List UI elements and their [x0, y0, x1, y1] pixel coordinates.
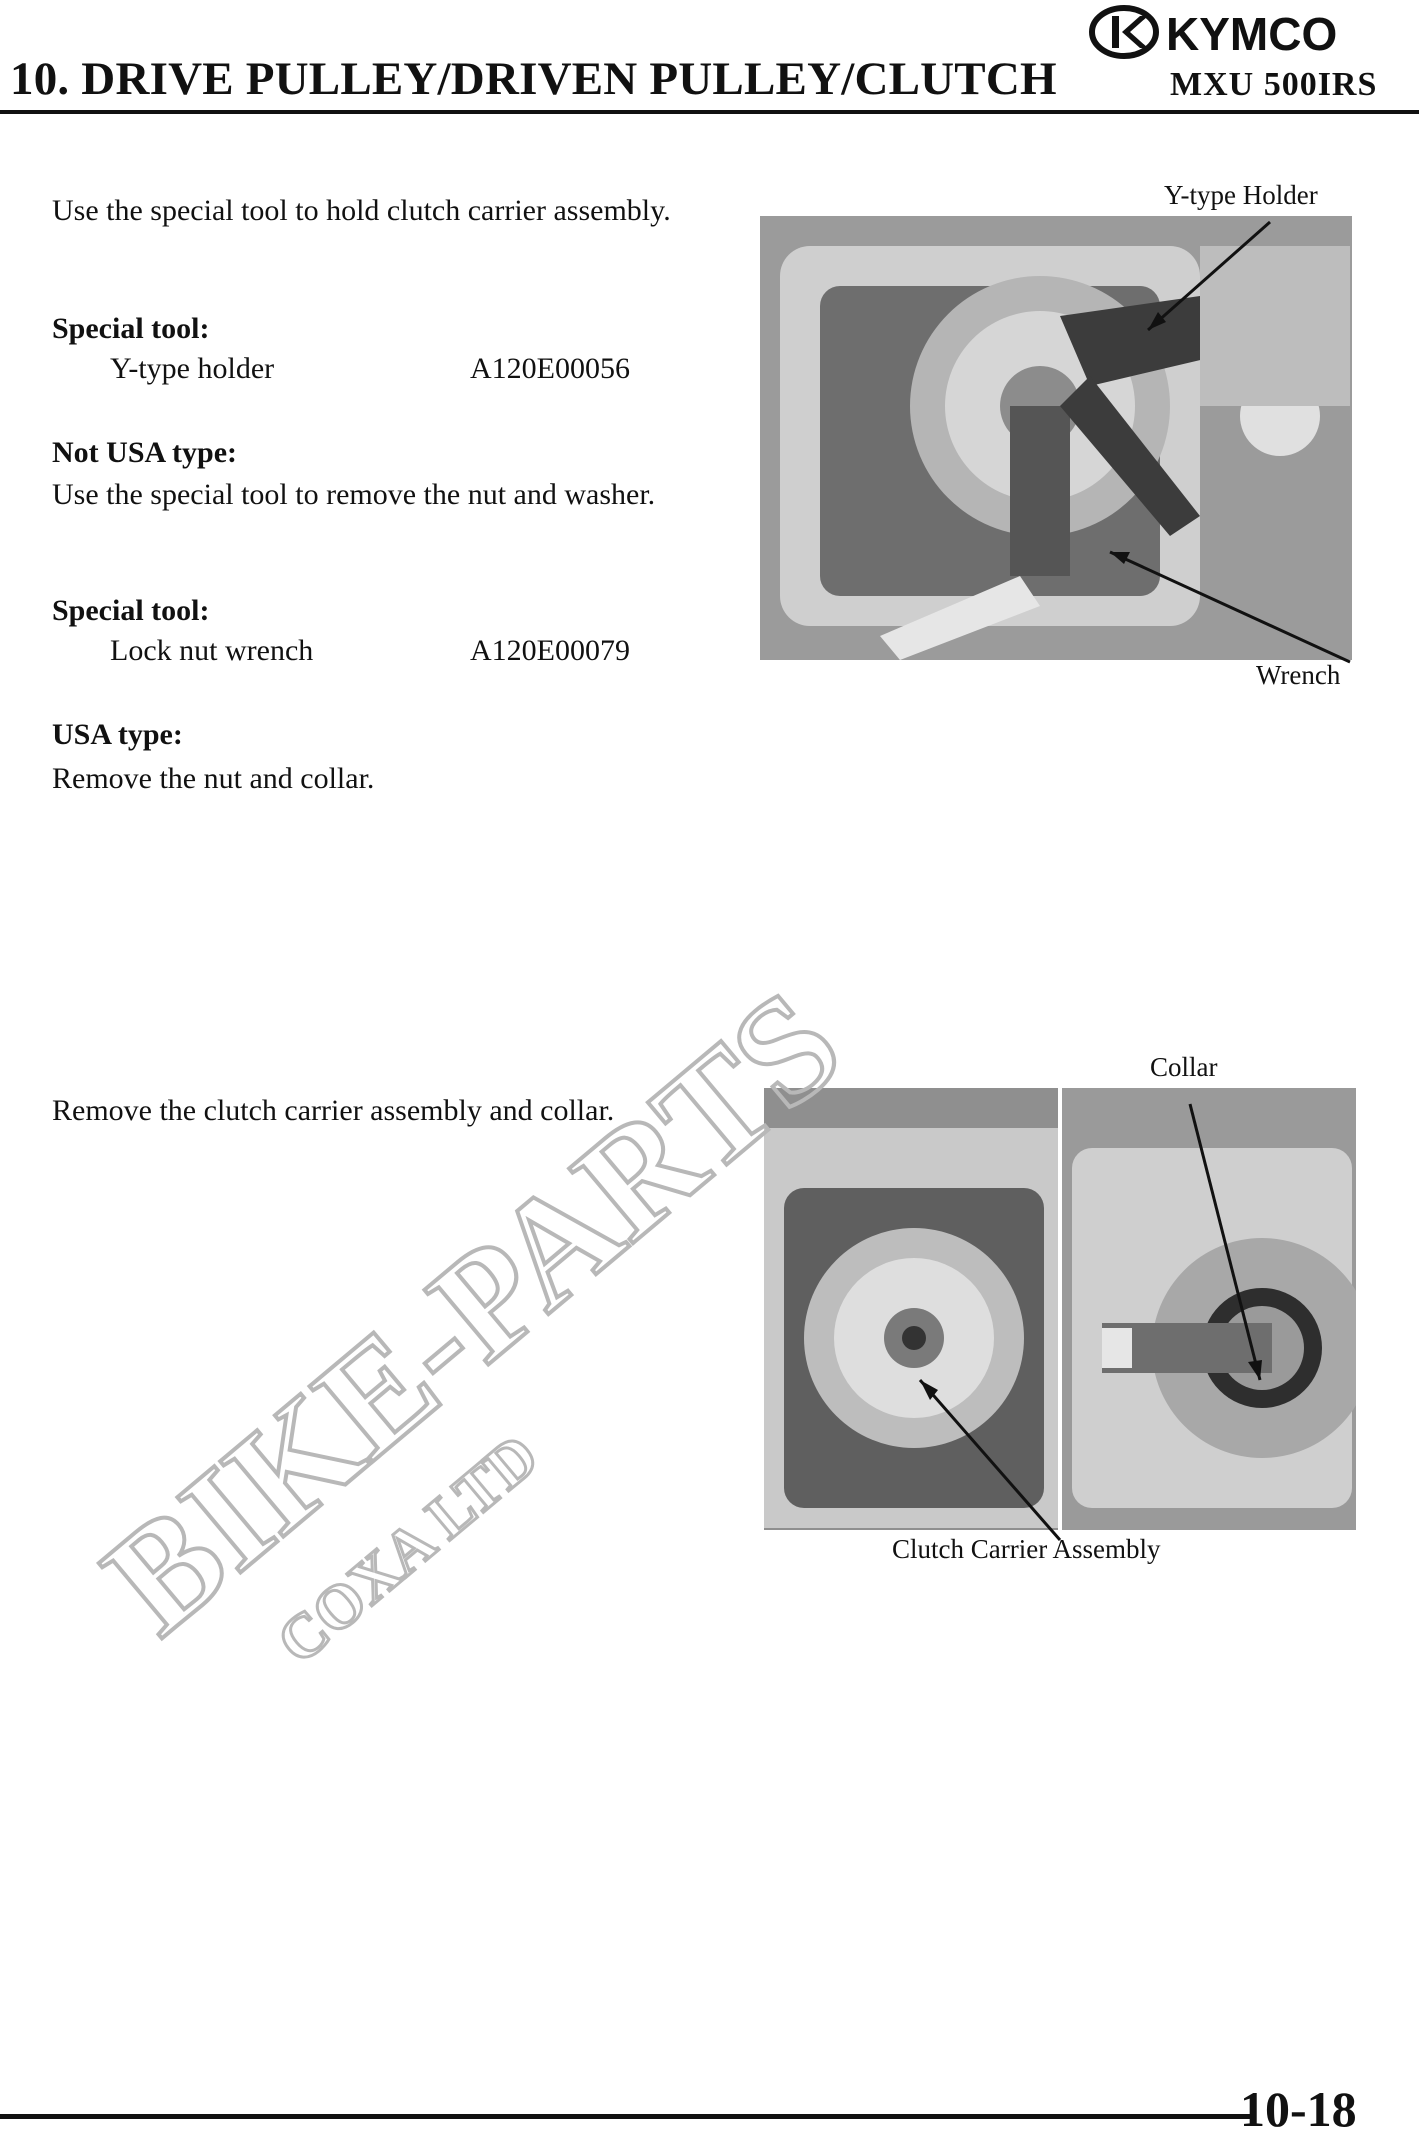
figure2-leader-lines	[918, 1103, 1262, 1541]
step2-tool-name: Lock nut wrench	[110, 634, 314, 667]
step1-tool-name: Y-type holder	[110, 352, 275, 385]
figure1-photo	[760, 216, 1352, 660]
page-number: 10-18	[1240, 2081, 1357, 2137]
figure1-leader-lines	[1109, 220, 1351, 664]
figure2-photo-right	[1062, 1088, 1356, 1530]
step3-instruction: Remove the nut and collar.	[52, 762, 375, 795]
step3-heading: USA type:	[52, 718, 183, 751]
step2-special-tool-heading: Special tool:	[52, 594, 210, 627]
figure2-photo-left	[764, 1088, 1058, 1530]
model-name: MXU 500IRS	[1170, 66, 1378, 103]
step1-tool-code: A120E00056	[470, 352, 630, 385]
kymco-logo: KYMCO	[1089, 5, 1337, 60]
watermark-main-text: BIKE-PARTS	[80, 959, 871, 1665]
figure2-label-clutch-carrier-assembly: Clutch Carrier Assembly	[892, 1534, 1161, 1564]
header-rule	[0, 110, 1419, 114]
step2-instruction: Use the special tool to remove the nut a…	[52, 478, 656, 511]
footer-rule	[0, 2114, 1250, 2119]
brand-wordmark: KYMCO	[1166, 8, 1337, 60]
figure2-label-collar: Collar	[1150, 1052, 1218, 1082]
figure1-label-y-type-holder: Y-type Holder	[1164, 180, 1318, 210]
step4-instruction: Remove the clutch carrier assembly and c…	[52, 1094, 615, 1127]
figure1-label-wrench: Wrench	[1256, 660, 1341, 690]
step2-heading: Not USA type:	[52, 436, 237, 469]
step1-special-tool-heading: Special tool:	[52, 312, 210, 345]
step2-tool-code: A120E00079	[470, 634, 630, 667]
watermark-sub-text: COXA LTD	[265, 1422, 551, 1677]
section-title: 10. DRIVE PULLEY/DRIVEN PULLEY/CLUTCH	[10, 53, 1057, 105]
step1-instruction: Use the special tool to hold clutch carr…	[52, 194, 671, 227]
